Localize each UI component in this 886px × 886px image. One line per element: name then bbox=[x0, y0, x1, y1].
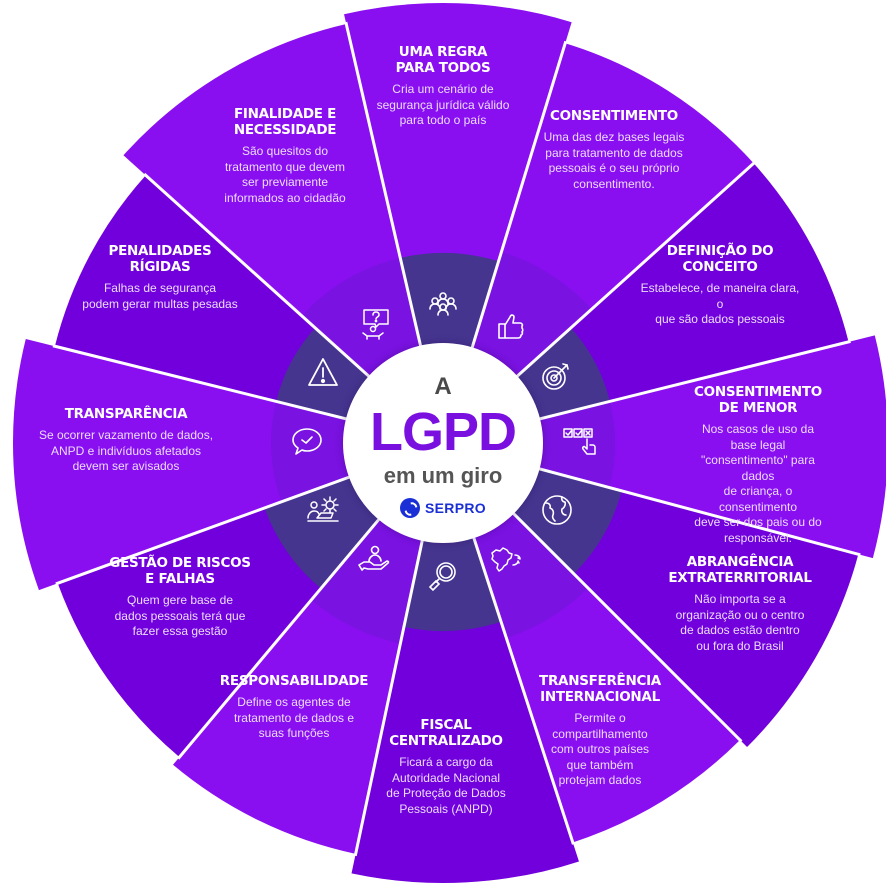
center-prefix: A bbox=[434, 373, 452, 400]
segment-description: São quesitos do tratamento que devem ser… bbox=[224, 144, 346, 205]
segment-uma-regra: UMA REGRA PARA TODOS Cria um cenário de … bbox=[377, 44, 510, 129]
segment-responsabilidade: RESPONSABILIDADE Define os agentes de tr… bbox=[219, 673, 369, 742]
segment-title: TRANSPARÊNCIA bbox=[64, 406, 188, 422]
warning-icon bbox=[306, 356, 340, 390]
segment-abrangencia: ABRANGÊNCIA EXTRATERRITORIAL Não importa… bbox=[668, 554, 812, 654]
segment-title: CONSENTIMENTO bbox=[550, 108, 678, 124]
segment-title: CONSENTIMENTO DE MENOR bbox=[694, 384, 822, 416]
segment-description: Quem gere base de dados pessoais terá qu… bbox=[114, 593, 246, 638]
segment-definicao: DEFINIÇÃO DO CONCEITO Estabelece, de man… bbox=[637, 243, 803, 328]
serpro-brand: SERPRO bbox=[343, 497, 543, 519]
globe-icon bbox=[540, 493, 574, 527]
segment-consentimento-menor: CONSENTIMENTO DE MENOR Nos casos de uso … bbox=[694, 384, 822, 546]
center-title: LGPD bbox=[369, 402, 517, 462]
chat-check-icon bbox=[290, 425, 324, 459]
segment-title: GESTÃO DE RISCOS E FALHAS bbox=[109, 555, 251, 587]
hand-person-icon bbox=[356, 543, 390, 577]
segment-description: Não importa se a organização ou o centro… bbox=[675, 592, 805, 653]
magnifier-icon bbox=[426, 559, 460, 593]
wedge-transparencia bbox=[13, 338, 444, 591]
question-person-icon bbox=[359, 308, 393, 342]
wedge-consentimento-menor bbox=[443, 335, 886, 559]
segment-title: FINALIDADE E NECESSIDADE bbox=[233, 106, 337, 138]
segment-title: FISCAL CENTRALIZADO bbox=[389, 717, 503, 749]
center-badge: A LGPD em um giro SERPRO bbox=[343, 343, 543, 543]
segment-description: Nos casos de uso da base legal "consenti… bbox=[694, 422, 822, 545]
segment-title: PENALIDADES RÍGIDAS bbox=[108, 243, 212, 275]
thumbs-up-icon bbox=[493, 309, 527, 343]
people-group-icon bbox=[426, 289, 460, 323]
segment-title: TRANSFERÊNCIA INTERNACIONAL bbox=[539, 673, 661, 705]
segment-description: Ficará a cargo da Autoridade Nacional de… bbox=[386, 755, 506, 816]
center-subtitle: em um giro bbox=[383, 463, 503, 488]
wedge-uma-regra bbox=[344, 2, 572, 443]
wedge-fiscal bbox=[351, 443, 579, 883]
segment-fiscal: FISCAL CENTRALIZADO Ficará a cargo da Au… bbox=[386, 717, 505, 817]
person-gears-icon bbox=[306, 494, 340, 528]
segment-title: UMA REGRA PARA TODOS bbox=[395, 44, 491, 76]
segment-description: Se ocorrer vazamento de dados, ANPD e in… bbox=[38, 428, 214, 473]
brand-name: SERPRO bbox=[425, 500, 486, 516]
segment-description: Define os agentes de tratamento de dados… bbox=[233, 695, 355, 740]
segment-title: DEFINIÇÃO DO CONCEITO bbox=[666, 243, 774, 275]
segment-description: Falhas de segurança podem gerar multas p… bbox=[82, 281, 238, 311]
segment-transferencia: TRANSFERÊNCIA INTERNACIONAL Permite o co… bbox=[539, 673, 661, 789]
segment-title: ABRANGÊNCIA EXTRATERRITORIAL bbox=[668, 554, 812, 586]
segment-description: Cria um cenário de segurança jurídica vá… bbox=[376, 82, 510, 127]
segment-description: Estabelece, de maneira clara, o que são … bbox=[640, 281, 800, 326]
segment-description: Permite o compartilhamento com outros pa… bbox=[550, 711, 650, 787]
brazil-map-arrows-icon bbox=[489, 543, 523, 577]
serpro-logo-icon bbox=[400, 498, 421, 518]
segment-title: RESPONSABILIDADE bbox=[219, 673, 369, 689]
checklist-hand-icon bbox=[563, 423, 597, 457]
segment-finalidade: FINALIDADE E NECESSIDADE São quesitos do… bbox=[224, 106, 345, 206]
segment-gestao-riscos: GESTÃO DE RISCOS E FALHAS Quem gere base… bbox=[109, 555, 251, 640]
segment-penalidades: PENALIDADES RÍGIDAS Falhas de segurança … bbox=[82, 243, 237, 312]
segment-consentimento: CONSENTIMENTO Uma das dez bases legais p… bbox=[544, 108, 685, 192]
segment-description: Uma das dez bases legais para tratamento… bbox=[543, 130, 685, 191]
target-icon bbox=[539, 359, 573, 393]
segment-transparencia: TRANSPARÊNCIA Se ocorrer vazamento de da… bbox=[39, 406, 213, 475]
